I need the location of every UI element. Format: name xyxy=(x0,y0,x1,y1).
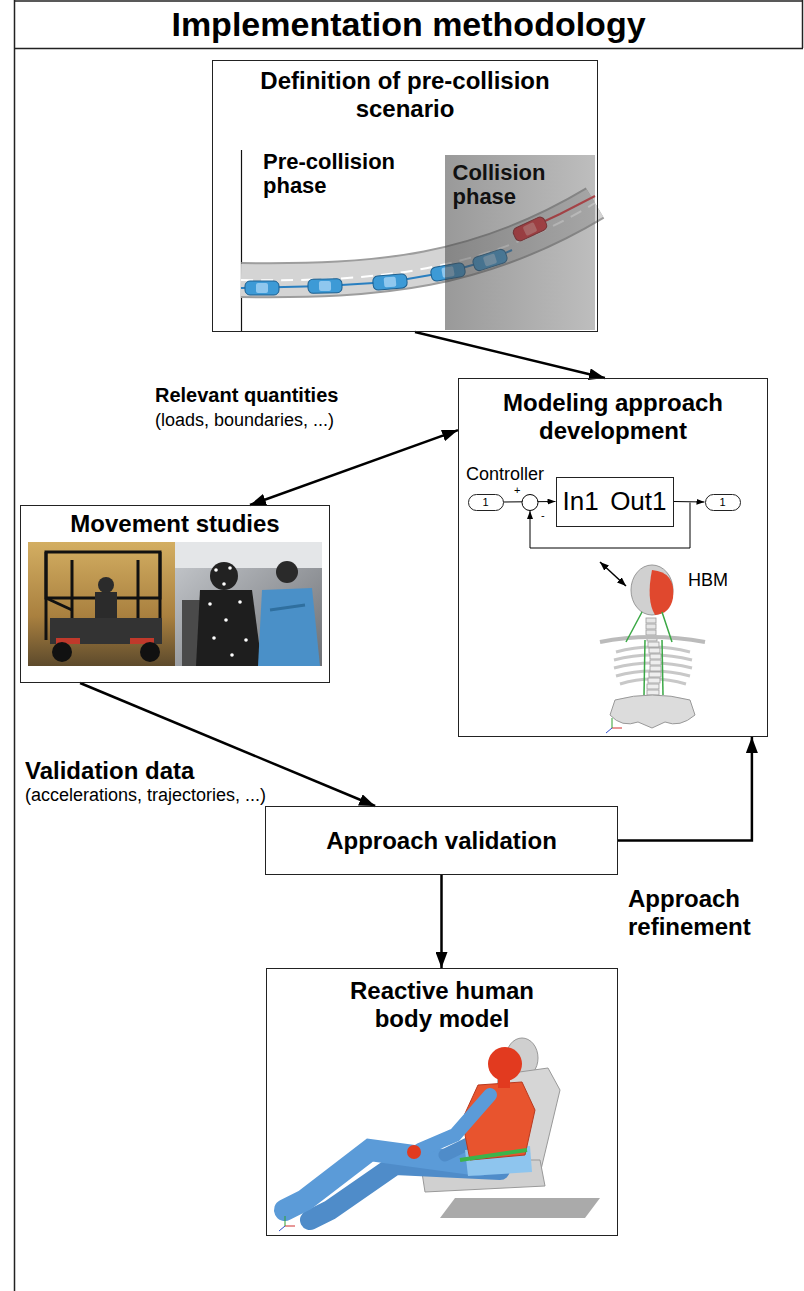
process-box: Approach validation xyxy=(265,806,618,875)
phase-band: Collision phase xyxy=(445,155,595,330)
edge-label: Validation data xyxy=(25,757,194,785)
node-text: Collision phase xyxy=(445,155,593,209)
outer-frame xyxy=(14,0,803,1291)
diagram-title: Implementation methodology xyxy=(14,5,803,43)
phase-label: Pre-collision phase xyxy=(263,150,453,198)
port-oval: 1 xyxy=(468,494,504,511)
process-box: Modeling approach development 1 In1 Out1 1 xyxy=(458,378,768,737)
sign-label: + xyxy=(514,485,520,496)
road-scenario xyxy=(241,150,595,332)
node-text: In1 xyxy=(563,487,599,516)
node-text: Definition of pre-collision scenario xyxy=(255,67,555,122)
connector-arrow xyxy=(250,430,458,505)
node-text: 1 xyxy=(719,497,725,508)
node-text: Out1 xyxy=(610,487,666,516)
connector-arrow xyxy=(618,737,752,841)
seated-occupant-model xyxy=(279,1038,600,1231)
controller-block: In1 Out1 xyxy=(556,477,674,527)
connector-arrow xyxy=(415,332,605,378)
signal-wire xyxy=(674,501,705,503)
note-text: (accelerations, trajectories, ...) xyxy=(25,785,266,805)
node-text: 1 xyxy=(482,497,488,508)
block-label: Controller xyxy=(466,464,544,484)
process-box: Movement studies xyxy=(20,505,330,683)
node-text: Approach validation xyxy=(326,827,557,855)
node-text: Modeling approach development xyxy=(468,389,758,444)
edge-label: Approach refinement xyxy=(628,885,778,941)
edge-label: Relevant quantities xyxy=(155,383,338,407)
node-text: Reactive human body model xyxy=(322,977,562,1032)
port-oval: 1 xyxy=(705,494,741,511)
node-text: Movement studies xyxy=(30,510,320,538)
process-box: Reactive human body model xyxy=(266,968,618,1236)
sign-label: - xyxy=(541,510,545,521)
connector-arrow xyxy=(440,875,443,968)
movement-photos xyxy=(28,542,322,666)
model-label: HBM xyxy=(688,570,728,590)
note-text: (loads, boundaries, ...) xyxy=(155,410,334,430)
